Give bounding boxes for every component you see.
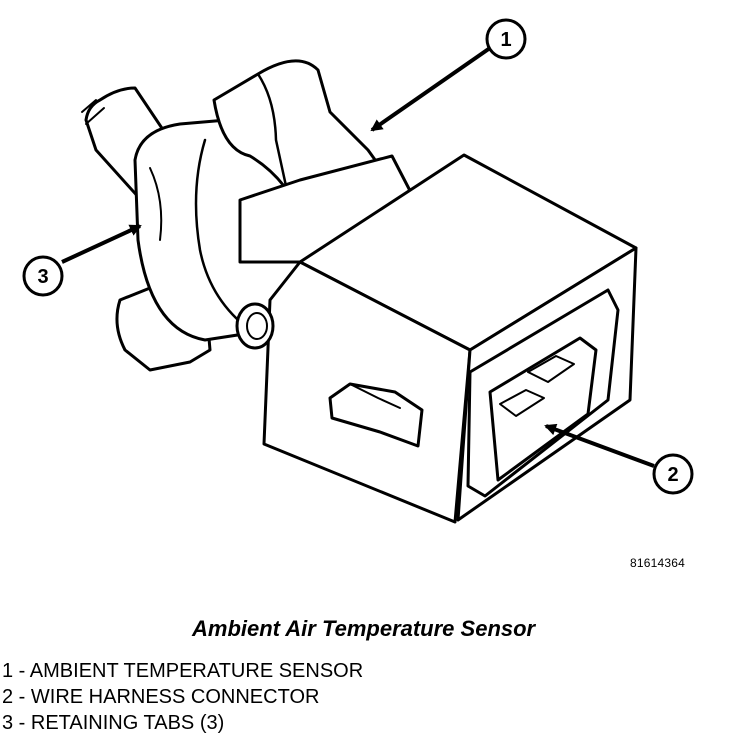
callout-1-circle	[485, 18, 527, 60]
sensor-illustration: 1 2 3	[22, 18, 694, 524]
callout-3-number: 3	[37, 266, 48, 288]
callout-2-circle	[652, 453, 694, 495]
connector-opening	[488, 336, 598, 482]
legend-item-1: 1 - AMBIENT TEMPERATURE SENSOR	[2, 660, 364, 682]
callout-3-leader	[61, 224, 142, 264]
connector-terminal-upper	[527, 355, 575, 383]
legend: 1 - AMBIENT TEMPERATURE SENSOR 2 - WIRE …	[2, 658, 363, 736]
callout-1-leader	[370, 46, 492, 132]
figure-code: 81614364	[630, 556, 685, 570]
legend-item-2: 2 - WIRE HARNESS CONNECTOR	[2, 686, 320, 708]
connector-terminal-lower	[499, 389, 545, 417]
callout-2-number: 2	[667, 464, 678, 486]
legend-item-3: 3 - RETAINING TABS (3)	[2, 712, 225, 734]
figure-title: Ambient Air Temperature Sensor	[192, 616, 536, 641]
callout-3-circle	[22, 255, 64, 297]
callout-1-number: 1	[500, 29, 511, 51]
side-latch	[328, 382, 424, 448]
callout-2-leader	[544, 423, 655, 468]
